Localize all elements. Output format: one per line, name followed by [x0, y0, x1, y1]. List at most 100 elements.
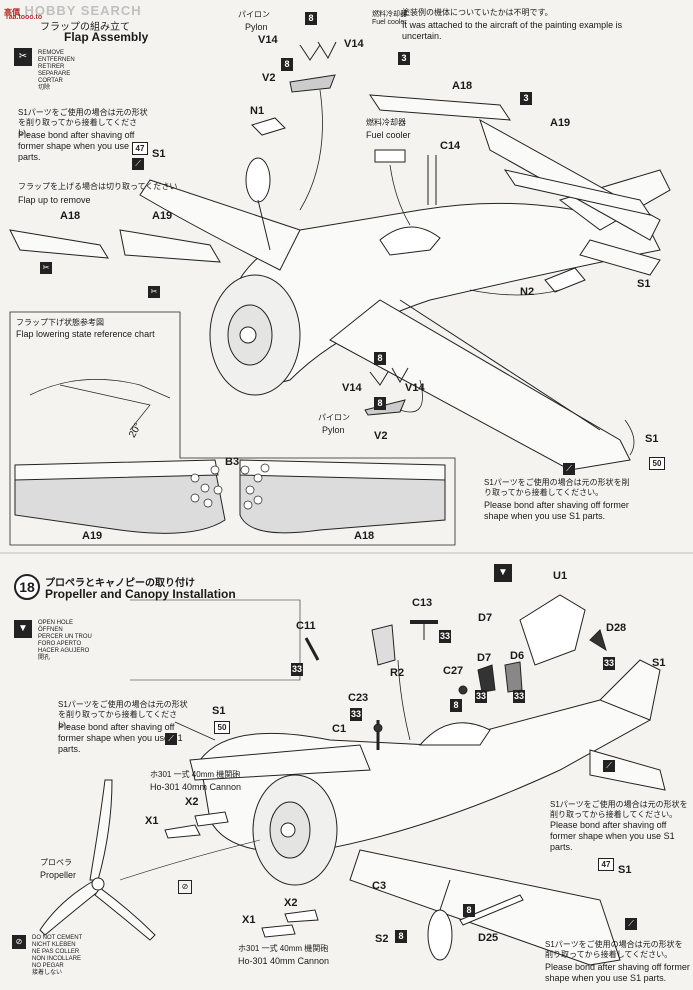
badge-33-c: 33: [603, 657, 615, 670]
part-s2: S2: [375, 933, 389, 945]
part-s1-d: S1: [652, 657, 666, 669]
part-c13: C13: [412, 597, 433, 609]
propeller-jp: プロペラ: [40, 858, 72, 867]
part-a19-left: A19: [152, 210, 173, 222]
part-c1: C1: [332, 723, 347, 735]
s1-note-en-2: Please bond after shaving off former sha…: [484, 500, 629, 521]
remove-icon: ✂: [14, 48, 32, 66]
part-d7-top: D7: [478, 612, 493, 624]
pylon-jp-top: パイロン: [238, 10, 270, 19]
part-s1-b: S1: [637, 278, 651, 290]
flap-up-jp: フラップを上げる場合は切り取ってください: [18, 182, 178, 191]
part-b3: B3: [225, 456, 240, 468]
badge-8-b: 8: [281, 58, 293, 71]
badge-33-f: 33: [350, 708, 362, 721]
part-u1: U1: [553, 570, 568, 582]
cannon-jp-2: ホ301 一式 40mm 機関砲: [238, 944, 329, 953]
badge-33-b: 33: [291, 663, 303, 676]
fuel-cooler-jp-top: 燃料冷却器: [372, 11, 407, 18]
part-a18-chart: A18: [354, 530, 375, 542]
part-s1-f: S1: [618, 864, 632, 876]
badge-8-a: 8: [305, 12, 317, 25]
part-s1-e: S1: [212, 705, 226, 717]
part-a19-top: A19: [550, 117, 571, 129]
fuel-cooler-en-top: Fuel cooler: [372, 19, 407, 26]
cannon-en-1: Ho-301 40mm Cannon: [150, 782, 242, 792]
badge-8-f: 8: [395, 930, 407, 943]
badge-50-b: 50: [214, 721, 230, 734]
part-x2-b: X2: [284, 897, 298, 909]
propeller-en: Propeller: [40, 870, 77, 880]
step17-title-jp: フラップの組み立て: [40, 22, 130, 33]
part-d25: D25: [478, 932, 499, 944]
part-x1-b: X1: [242, 914, 256, 926]
part-a19-chart: A19: [82, 530, 103, 542]
part-a18-top: A18: [452, 80, 473, 92]
pylon-en-bottom: Pylon: [322, 425, 345, 435]
part-c23: C23: [348, 692, 369, 704]
badge-50-a: 50: [649, 457, 665, 470]
part-v2-b: V2: [374, 430, 388, 442]
part-r2: R2: [390, 667, 405, 679]
badge-33-d: 33: [475, 690, 487, 703]
part-n1: N1: [250, 105, 265, 117]
s1-note-jp-4: S1パーツをご使用の場合は元の形状を削り取ってから接着してください。: [550, 800, 688, 819]
part-d28: D28: [606, 622, 627, 634]
s1-note-jp-3: S1パーツをご使用の場合は元の形状を削り取ってから接着してください。: [58, 700, 188, 729]
open-hole-icon: ▼: [14, 620, 32, 638]
canopy-icon: ▼: [494, 564, 512, 582]
brand-url: raa.tooo.to: [6, 14, 43, 21]
part-c27: C27: [443, 665, 464, 677]
cannon-en-2: Ho-301 40mm Cannon: [238, 956, 330, 966]
part-s1-c: S1: [645, 433, 659, 445]
flap-up-en: Flap up to remove: [18, 195, 91, 205]
part-d7: D7: [477, 652, 492, 664]
badge-33-e: 33: [513, 690, 525, 703]
s1-note-en-5: Please bond after shaving off former sha…: [545, 962, 690, 983]
part-d6: D6: [510, 650, 525, 662]
badge-8-d: 8: [374, 397, 386, 410]
chart-title-en: Flap lowering state reference chart: [16, 329, 155, 339]
part-x1-a: X1: [145, 815, 159, 827]
badge-47-b: 47: [598, 858, 614, 871]
part-a18-left: A18: [60, 210, 81, 222]
part-x2-a: X2: [185, 796, 199, 808]
fuel-cooler-en: Fuel cooler: [366, 130, 411, 140]
brand-name: HOBBY SEARCH: [24, 3, 142, 18]
uncertain-en: It was attached to the aircraft of the p…: [402, 20, 623, 41]
step18-title-en: Propeller and Canopy Installation: [45, 587, 236, 601]
cannon-jp-1: ホ301 一式 40mm 機関砲: [150, 770, 241, 779]
part-v14-c: V14: [342, 382, 362, 394]
badge-3-b: 3: [520, 92, 532, 105]
badge-8-c: 8: [374, 352, 386, 365]
s1-note-en: Please bond after shaving off former sha…: [18, 130, 143, 162]
part-v14-a: V14: [258, 34, 278, 46]
glue-icon-4: ⟋: [603, 760, 615, 772]
badge-47: 47: [132, 142, 148, 155]
cut-icon: ✂: [40, 262, 52, 274]
no-cement-list-icon: ⊘: [12, 935, 26, 949]
badge-3-a: 3: [398, 52, 410, 65]
part-v14-d: V14: [405, 382, 425, 394]
step18-title-jp: プロペラとキャノピーの取り付け: [45, 578, 195, 589]
cut-icon-2: ✂: [148, 286, 160, 298]
s1-note-jp: S1パーツをご使用の場合は元の形状を削り取ってから接着してください。: [18, 108, 148, 137]
part-s1-a: S1: [152, 148, 166, 160]
glue-icon-3: ⟋: [165, 733, 177, 745]
badge-8-e: 8: [450, 699, 462, 712]
step18-number: 18: [14, 574, 40, 600]
glue-icon-5: ⟋: [625, 918, 637, 930]
glue-icon: ⟋: [132, 158, 144, 170]
s1-note-jp-5: S1パーツをご使用の場合は元の形状を削り取ってから接着してください。: [545, 940, 683, 959]
part-n2: N2: [520, 286, 535, 298]
step17-title-en: Flap Assembly: [64, 30, 149, 44]
no-cement-icon: ⊘: [178, 880, 192, 894]
glue-icon-2: ⟋: [563, 463, 575, 475]
chart-title-jp: フラップ下げ状態参考図: [16, 318, 104, 327]
pylon-en-top: Pylon: [245, 22, 268, 32]
fuel-cooler-jp: 燃料冷却器: [366, 118, 406, 127]
uncertain-jp: 塗装例の機体についていたかは不明です。: [402, 8, 553, 17]
